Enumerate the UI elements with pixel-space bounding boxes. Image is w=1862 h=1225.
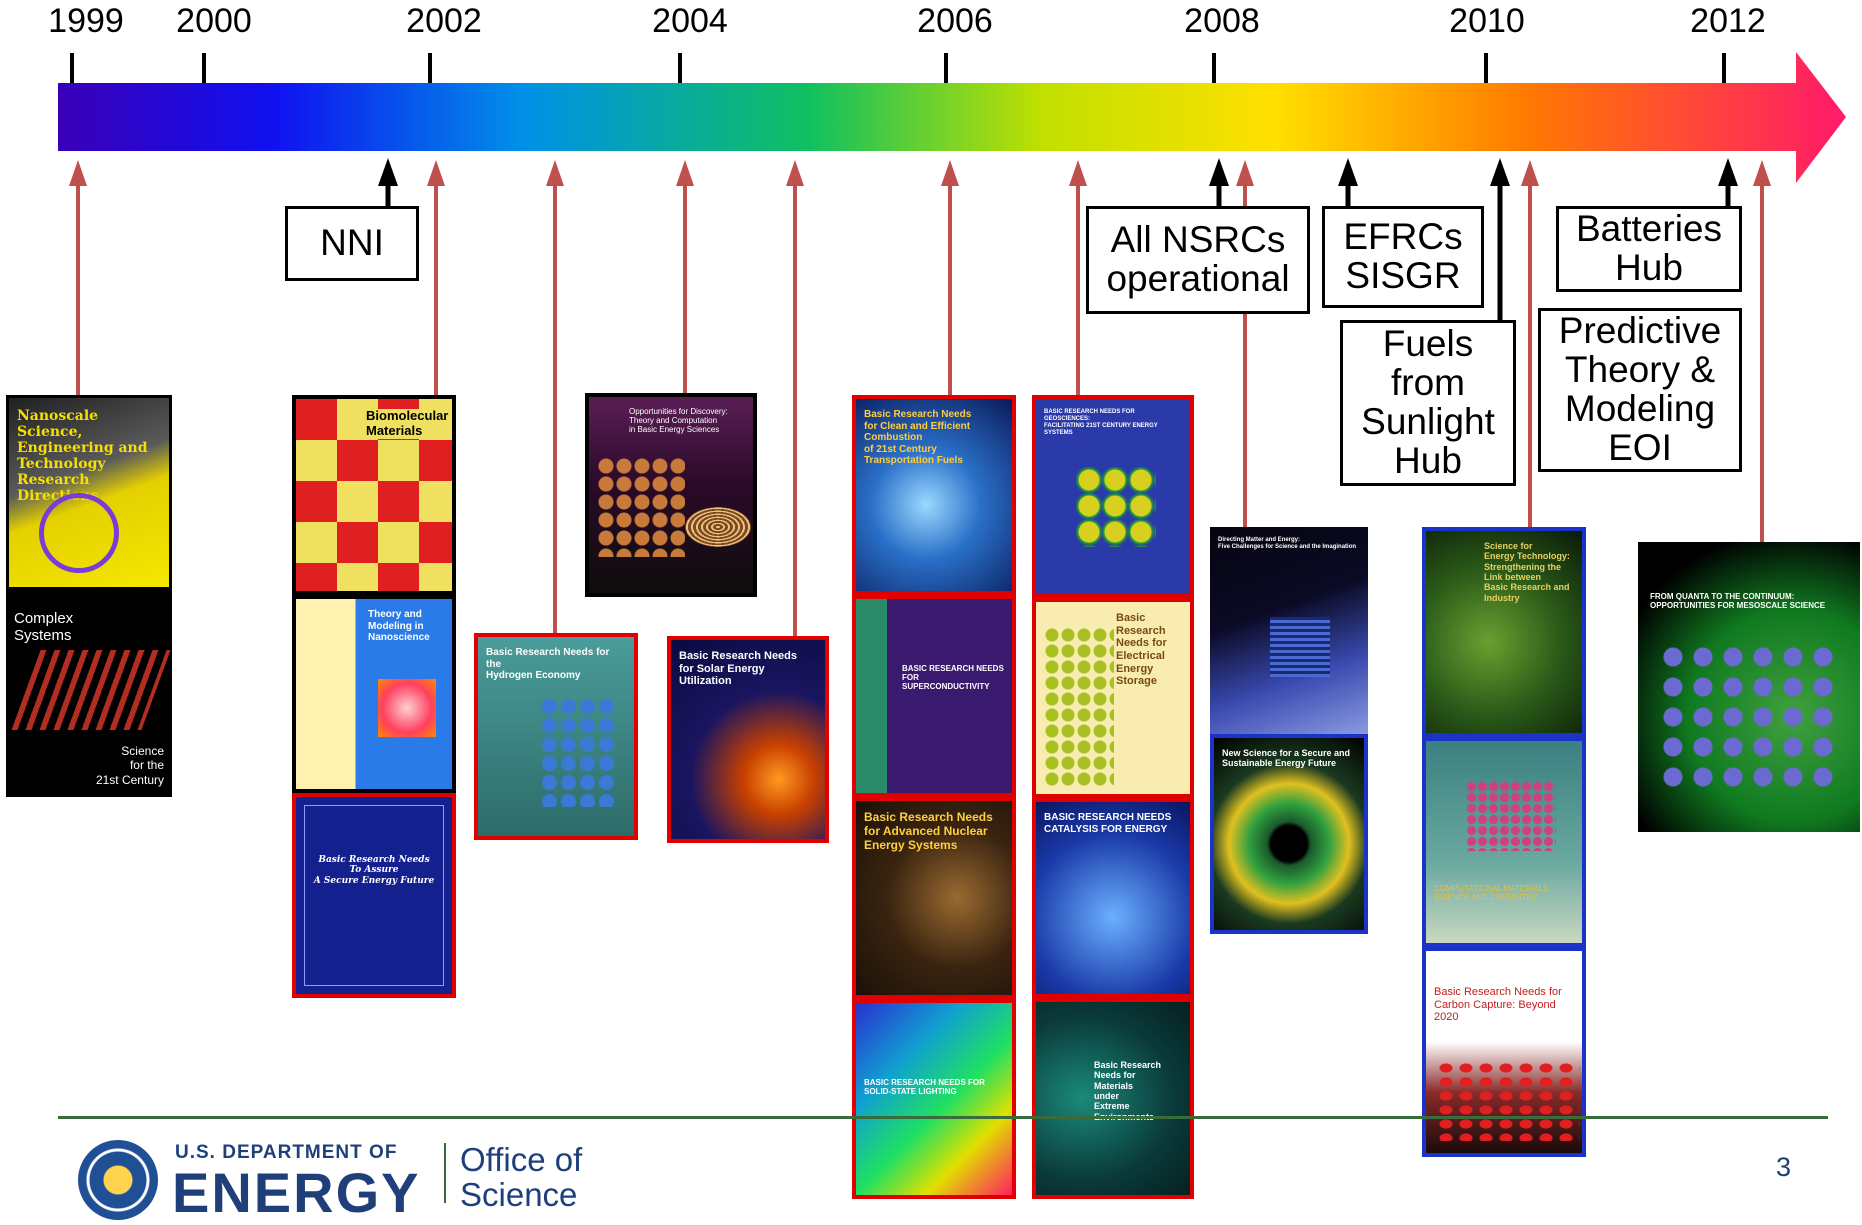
report-title-transportation: Basic Research Needs for Clean and Effic…: [864, 409, 972, 466]
geo-graphic: [1076, 467, 1156, 547]
atom-graphic: [1658, 642, 1838, 792]
report-title-new-science: New Science for a Secure and Sustainable…: [1222, 748, 1351, 769]
report-cover-directing: Directing Matter and Energy: Five Challe…: [1210, 527, 1368, 734]
capsule-graphic: [1436, 1061, 1580, 1141]
report-cover-secure-future: Basic Research Needs To Assure A Secure …: [292, 793, 456, 998]
agency-wordmark: ENERGY: [172, 1161, 421, 1224]
office-of-science: Office of Science: [460, 1141, 583, 1213]
year-2000: 2000: [176, 2, 252, 40]
report-title-carbon: Basic Research Needs for Carbon Capture:…: [1434, 986, 1562, 1024]
grid-graphic: [1270, 617, 1330, 677]
milestone-fuels-hub: Fuels from Sunlight Hub: [1340, 320, 1516, 486]
report-title-lighting: BASIC RESEARCH NEEDS FOR SOLID-STATE LIG…: [864, 1078, 985, 1097]
report-cover-storage: Basic Research Needs for Electrical Ener…: [1032, 598, 1194, 798]
report-cover-theory-nano: Theory and Modeling in Nanoscience: [292, 595, 456, 793]
report-subtitle-complex-systems: Science for the 21st Century: [95, 743, 164, 787]
report-title-nuclear: Basic Research Needs for Advanced Nuclea…: [864, 810, 993, 852]
report-cover-transportation: Basic Research Needs for Clean and Effic…: [852, 395, 1016, 595]
year-2004: 2004: [652, 2, 728, 40]
report-title-discovery: Opportunities for Discovery: Theory and …: [629, 407, 728, 435]
year-2002: 2002: [406, 2, 482, 40]
inner-frame: [304, 805, 444, 986]
report-cover-computational: COMPUTATIONAL MATERIALS SCIENCE AND CHEM…: [1422, 737, 1586, 947]
milestone-efrcs: EFRCs SISGR: [1322, 206, 1484, 308]
report-cover-discovery: Opportunities for Discovery: Theory and …: [585, 393, 757, 597]
report-cover-carbon: Basic Research Needs for Carbon Capture:…: [1422, 947, 1586, 1157]
report-cover-nuclear: Basic Research Needs for Advanced Nuclea…: [852, 797, 1016, 999]
year-2008: 2008: [1184, 2, 1260, 40]
report-cover-superconductivity: BASIC RESEARCH NEEDS FOR SUPERCONDUCTIVI…: [852, 595, 1016, 797]
report-title-hydrogen: Basic Research Needs for the Hydrogen Ec…: [486, 647, 610, 681]
report-title-complex-systems: Complex Systems: [14, 610, 74, 645]
report-cover-mesoscale: FROM QUANTA TO THE CONTINUUM: OPPORTUNIT…: [1638, 542, 1860, 832]
report-cover-catalysis: BASIC RESEARCH NEEDS CATALYSIS FOR ENERG…: [1032, 798, 1194, 998]
footer-divider: [58, 1116, 1828, 1119]
report-cover-nanoscale: Nanoscale Science, Engineering and Techn…: [6, 395, 172, 590]
report-title-directing: Directing Matter and Energy: Five Challe…: [1218, 537, 1357, 550]
year-1999: 1999: [48, 2, 124, 40]
report-cover-new-science: New Science for a Secure and Sustainable…: [1210, 734, 1368, 934]
year-2006: 2006: [917, 2, 993, 40]
timeline-arrow: [58, 52, 1846, 183]
report-cover-solar: Basic Research Needs for Solar Energy Ut…: [667, 636, 829, 843]
crystal-graphic: [597, 457, 685, 557]
agency-line1: U.S. DEPARTMENT OF: [175, 1142, 398, 1163]
report-cover-biomolecular: Biomolecular Materials: [292, 395, 456, 595]
milestone-connectors: [378, 158, 1738, 320]
report-title-biomolecular: Biomolecular Materials: [366, 408, 449, 439]
year-2010: 2010: [1449, 2, 1525, 40]
report-title-superconductivity: BASIC RESEARCH NEEDS FOR SUPERCONDUCTIVI…: [902, 664, 1004, 692]
year-ticks: [70, 53, 1726, 83]
doe-seal-icon: [78, 1140, 158, 1220]
report-title-mesoscale: FROM QUANTA TO THE CONTINUUM: OPPORTUNIT…: [1650, 592, 1826, 611]
report-cover-geosciences: BASIC RESEARCH NEEDS FOR GEOSCIENCES: FA…: [1032, 395, 1194, 598]
report-cover-lighting: BASIC RESEARCH NEEDS FOR SOLID-STATE LIG…: [852, 999, 1016, 1199]
report-title-secure-future: Basic Research Needs To Assure A Secure …: [313, 855, 435, 886]
report-cover-science-energy-tech: Science for Energy Technology: Strengthe…: [1422, 527, 1586, 737]
milestone-nni: NNI: [285, 206, 419, 281]
array-graphic: [1466, 781, 1556, 851]
report-title-science-energy-tech: Science for Energy Technology: Strengthe…: [1484, 541, 1570, 603]
report-title-theory-nano: Theory and Modeling in Nanoscience: [368, 609, 430, 643]
milestone-nsrcs: All NSRCs operational: [1086, 206, 1310, 314]
milestone-predictive-eoi: Predictive Theory & Modeling EOI: [1538, 308, 1742, 472]
report-title-computational: COMPUTATIONAL MATERIALS SCIENCE AND CHEM…: [1434, 883, 1549, 903]
orb-graphic: [378, 679, 436, 737]
timeline-slide: 1999 2000 2002 2004 2006 2008 2010 2012 …: [6, 2, 1860, 1224]
page-number: 3: [1776, 1152, 1792, 1182]
logo-divider: [444, 1143, 446, 1203]
report-cover-hydrogen: Basic Research Needs for the Hydrogen Ec…: [474, 633, 638, 840]
spiral-graphic: [39, 493, 119, 573]
report-title-extreme: Basic Research Needs for Materials under…: [1094, 1060, 1162, 1122]
wave-graphic: [685, 507, 751, 547]
report-title-catalysis: BASIC RESEARCH NEEDS CATALYSIS FOR ENERG…: [1044, 812, 1172, 835]
molecule-graphic-storage: [1044, 627, 1114, 787]
report-cover-extreme: Basic Research Needs for Materials under…: [1032, 998, 1194, 1199]
year-2012: 2012: [1690, 2, 1766, 40]
report-title-storage: Basic Research Needs for Electrical Ener…: [1116, 612, 1167, 688]
report-title-nanoscale: Nanoscale Science, Engineering and Techn…: [17, 408, 148, 505]
milestone-batteries-hub: Batteries Hub: [1556, 206, 1742, 292]
report-title-geosciences: BASIC RESEARCH NEEDS FOR GEOSCIENCES: FA…: [1044, 409, 1158, 436]
lattice-graphic: [11, 650, 171, 730]
report-cover-complex-systems: Complex Systems Science for the 21st Cen…: [6, 590, 172, 797]
molecule-graphic: [540, 697, 616, 807]
report-title-solar: Basic Research Needs for Solar Energy Ut…: [679, 650, 798, 688]
